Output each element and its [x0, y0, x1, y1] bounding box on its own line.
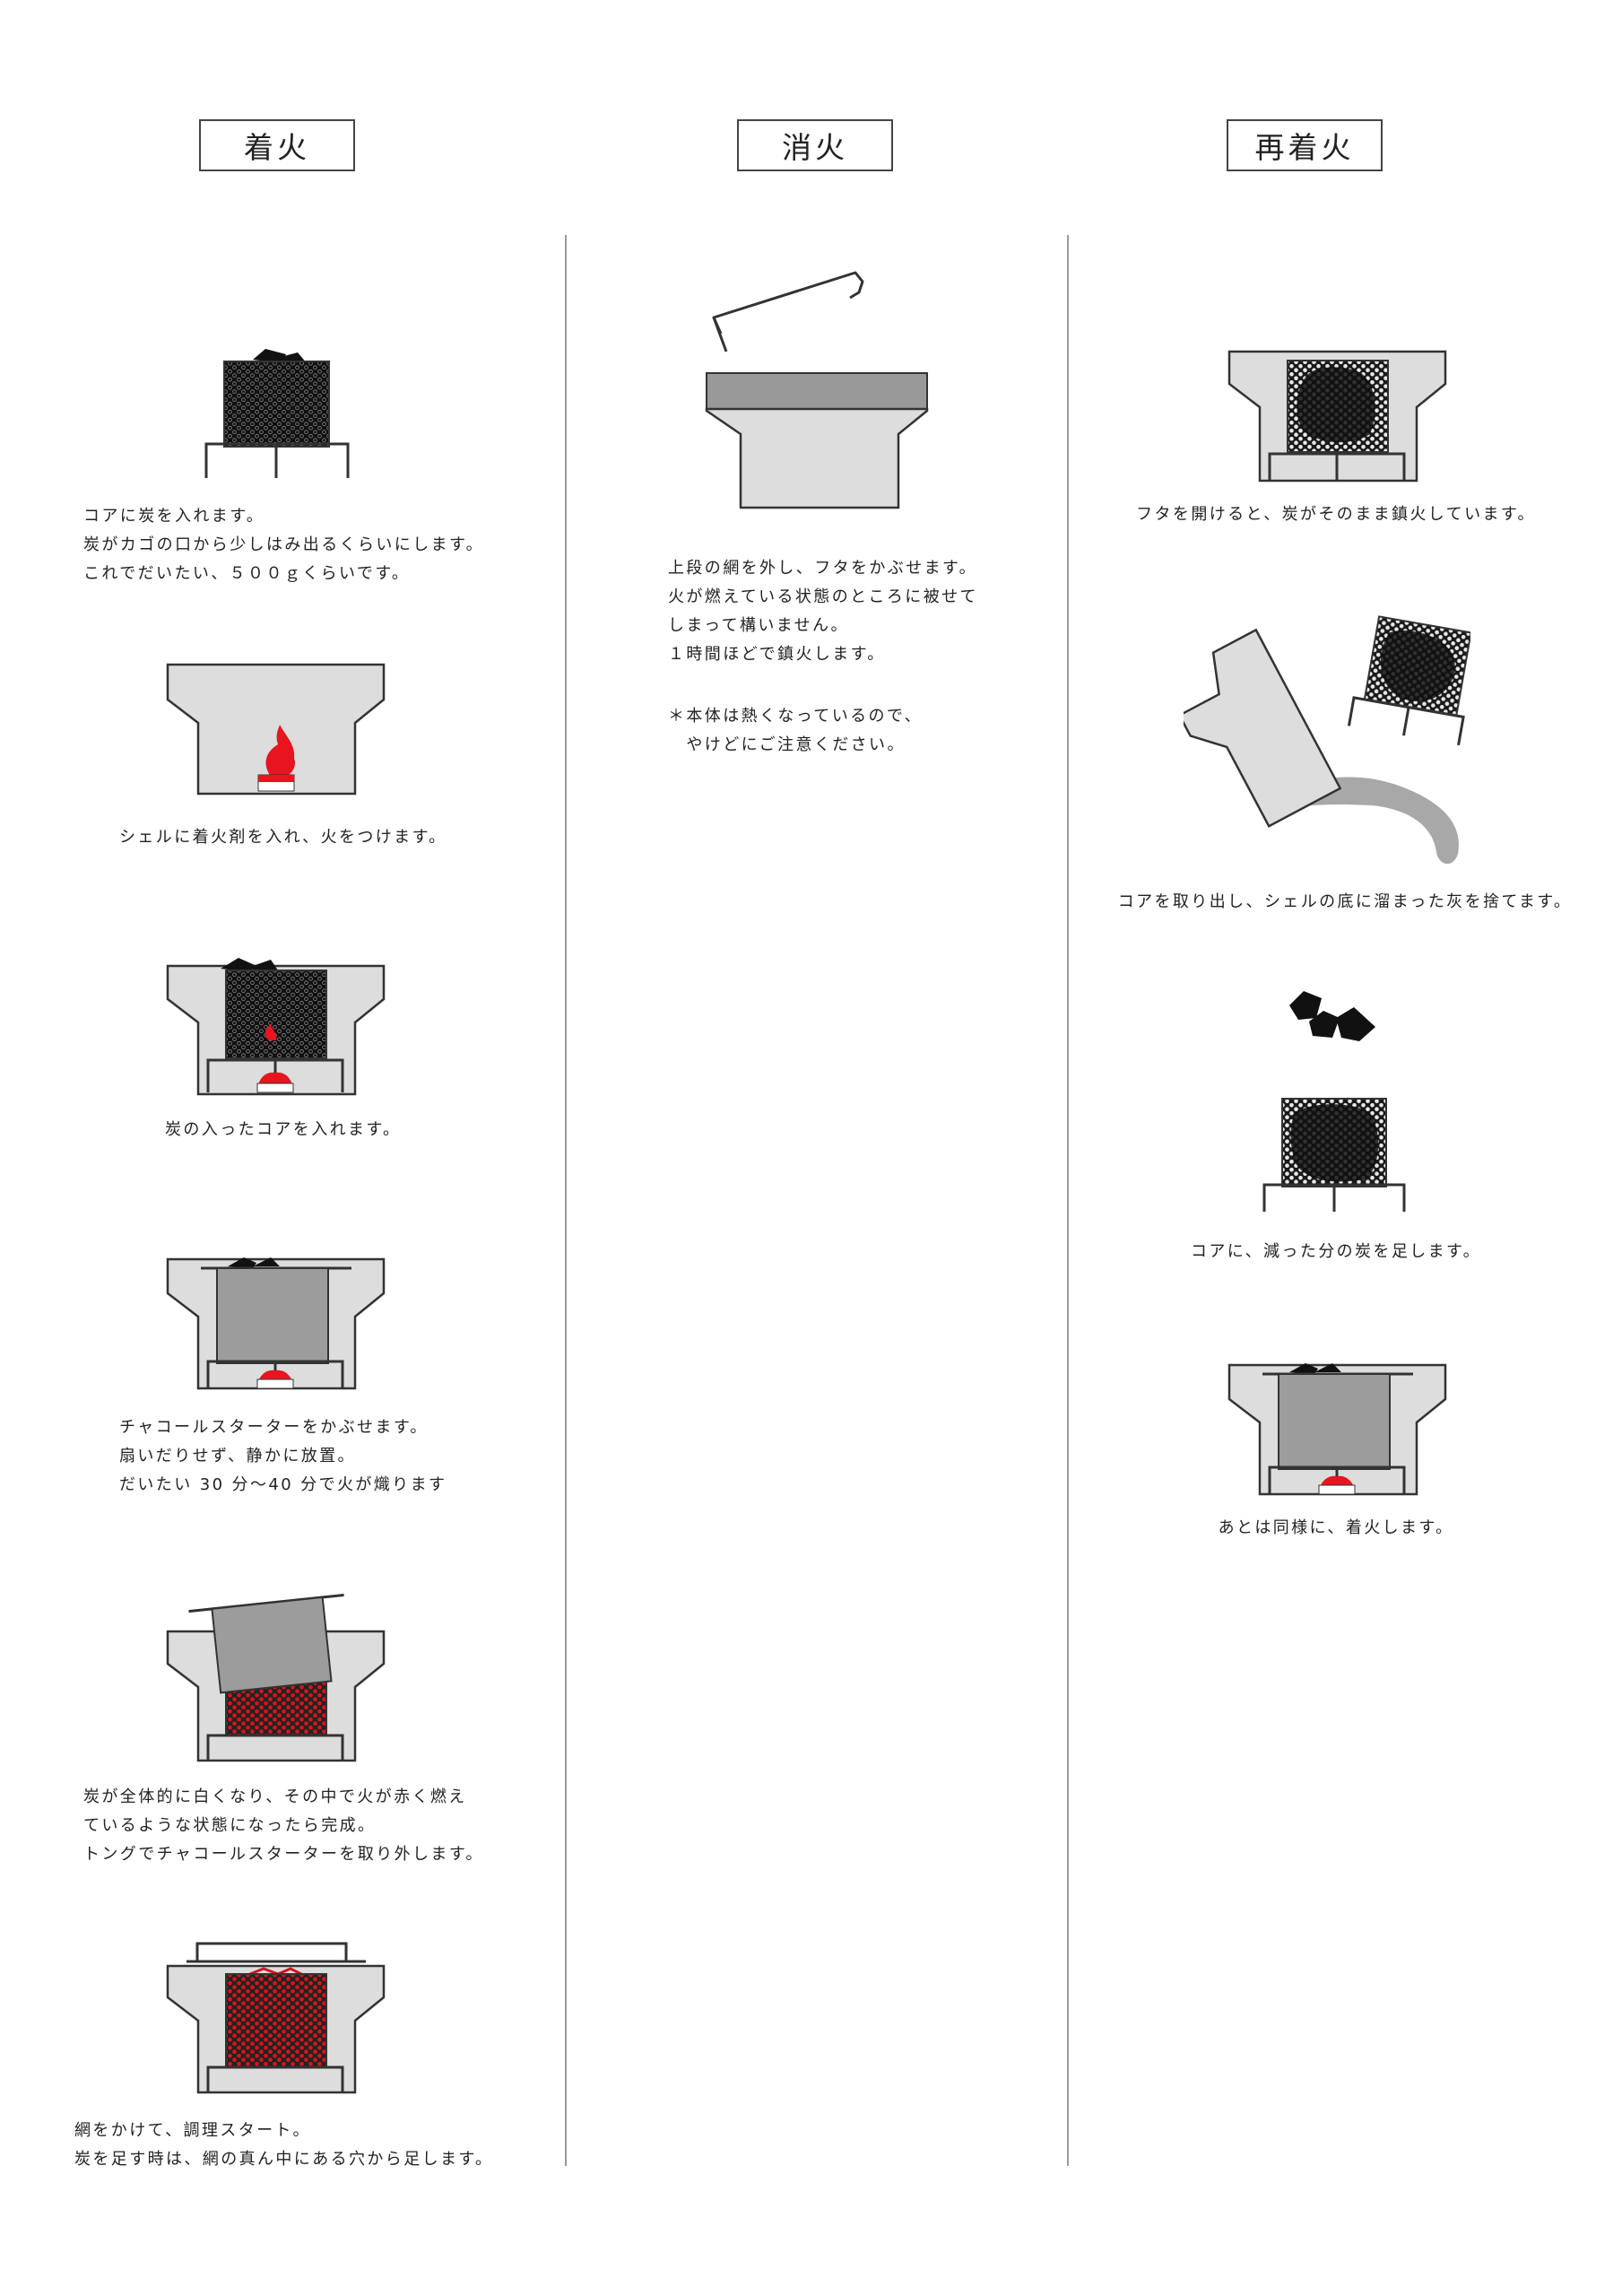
caption-ignition-step-3: 炭の入ったコアを入れます。 — [165, 1120, 402, 1139]
caption-ignition-step-1: コアに炭を入れます。 炭がカゴの口から少しはみ出るくらいにします。 これでだいた… — [83, 507, 484, 583]
caption-extinguish-note: ＊本体は熱くなっているので、 やけどにご注意ください。 — [668, 707, 923, 754]
caption-ignition-step-6: 網をかけて、調理スタート。 炭を足す時は、網の真ん中にある穴から足します。 — [74, 2121, 494, 2169]
caption-reignite-step-3: コアに、減った分の炭を足します。 — [1190, 1242, 1482, 1261]
glowing-charcoal-illustration — [166, 1593, 386, 1762]
caption-extinguish-step-1: 上段の網を外し、フタをかぶせます。 火が燃えている状態のところに被せて しまって… — [668, 559, 978, 664]
extinguished-charcoal-illustration — [1227, 350, 1447, 483]
caption-reignite-step-4: あとは同様に、着火します。 — [1218, 1518, 1454, 1537]
column-title-ignition: 着火 — [199, 119, 355, 171]
column-divider — [565, 235, 567, 2166]
shell-with-fire-starter-illustration — [166, 663, 386, 796]
caption-reignite-step-2: コアを取り出し、シェルの底に溜まった灰を捨てます。 — [1117, 892, 1573, 911]
lid-on-shell-illustration — [705, 271, 929, 509]
core-in-shell-illustration — [166, 958, 386, 1096]
charcoal-starter-illustration — [166, 1257, 386, 1390]
column-divider — [1067, 235, 1069, 2166]
core-with-charcoal-illustration — [204, 349, 350, 478]
caption-ignition-step-2: シェルに着火剤を入れ、火をつけます。 — [119, 828, 447, 847]
add-charcoal-illustration — [1262, 991, 1406, 1212]
column-title-extinguish: 消火 — [737, 119, 893, 171]
dump-ash-illustration — [1184, 615, 1470, 865]
reignite-starter-illustration — [1227, 1363, 1447, 1496]
caption-ignition-step-4: チャコールスターターをかぶせます。 扇いだりせず、静かに放置。 だいたい 30 … — [119, 1418, 447, 1494]
caption-reignite-step-1: フタを開けると、炭がそのまま鎮火しています。 — [1136, 505, 1536, 524]
grill-net-illustration — [166, 1942, 386, 2094]
column-title-reignite: 再着火 — [1227, 119, 1383, 171]
caption-ignition-step-5: 炭が全体的に白くなり、その中で火が赤く燃え ているような状態になったら完成。 ト… — [83, 1787, 484, 1864]
